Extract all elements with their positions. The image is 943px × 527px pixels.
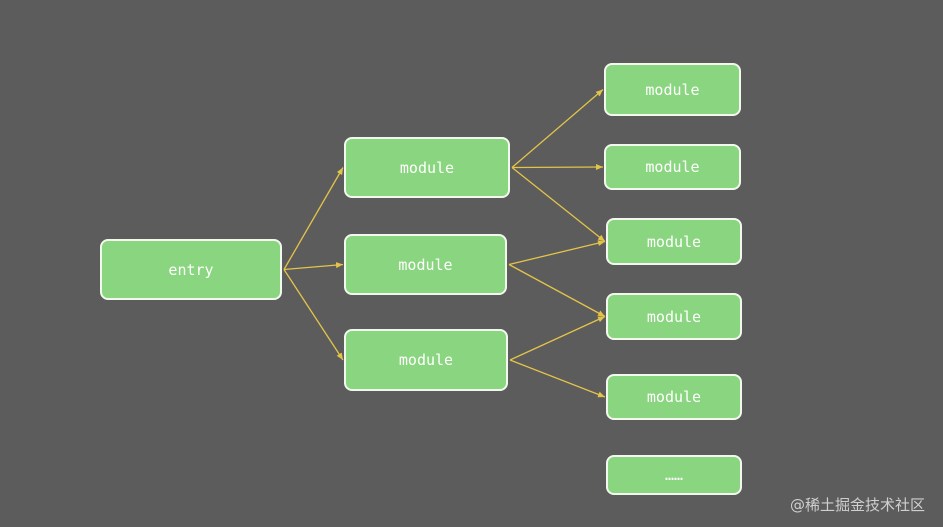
edge-entry-m2 [283, 262, 344, 271]
edge-m1-r2 [511, 164, 604, 171]
module-node: module [606, 218, 742, 265]
edge-m3-r5 [509, 359, 606, 398]
module-node: module [606, 293, 742, 340]
edge-m2-r3 [508, 240, 606, 266]
module-node: module [344, 137, 510, 198]
edge-m2-r4 [508, 263, 606, 318]
edge-entry-m1 [283, 167, 344, 270]
edge-entry-m3 [283, 269, 344, 361]
ellipsis-node: …… [606, 455, 742, 495]
module-node: module [344, 234, 507, 295]
module-node: module [604, 144, 741, 190]
entry-node: entry [100, 239, 282, 300]
edge-m1-r1 [511, 89, 604, 168]
edge-m1-r3 [511, 166, 606, 243]
edge-m3-r4 [509, 315, 606, 361]
watermark: @稀土掘金技术社区 [789, 496, 925, 514]
module-node: module [606, 374, 742, 420]
module-node: module [604, 63, 741, 116]
module-node: module [344, 329, 508, 391]
